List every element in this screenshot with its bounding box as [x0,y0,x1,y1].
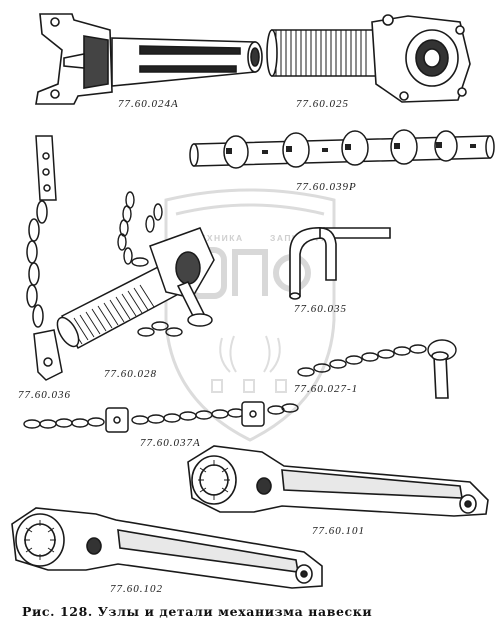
figure-caption: Рис. 128. Узлы и детали механизма навеск… [22,604,373,619]
label-part-10: 77.60.102 [110,583,163,595]
label-part-9: 77.60.101 [312,525,365,537]
watermark-text-left: ТЕХНИКА [193,233,244,243]
label-part-7: 77.60.036 [18,389,71,401]
label-part-2: 77.60.025 [296,98,349,110]
label-part-4: 77.60.035 [294,303,347,315]
label-part-3: 77.60.039Р [296,181,357,193]
label-part-5: 77.60.028 [104,368,157,380]
label-part-1: 77.60.024А [118,98,179,110]
label-part-8: 77.60.037А [140,437,201,449]
label-part-6: 77.60.027-1 [294,383,359,395]
